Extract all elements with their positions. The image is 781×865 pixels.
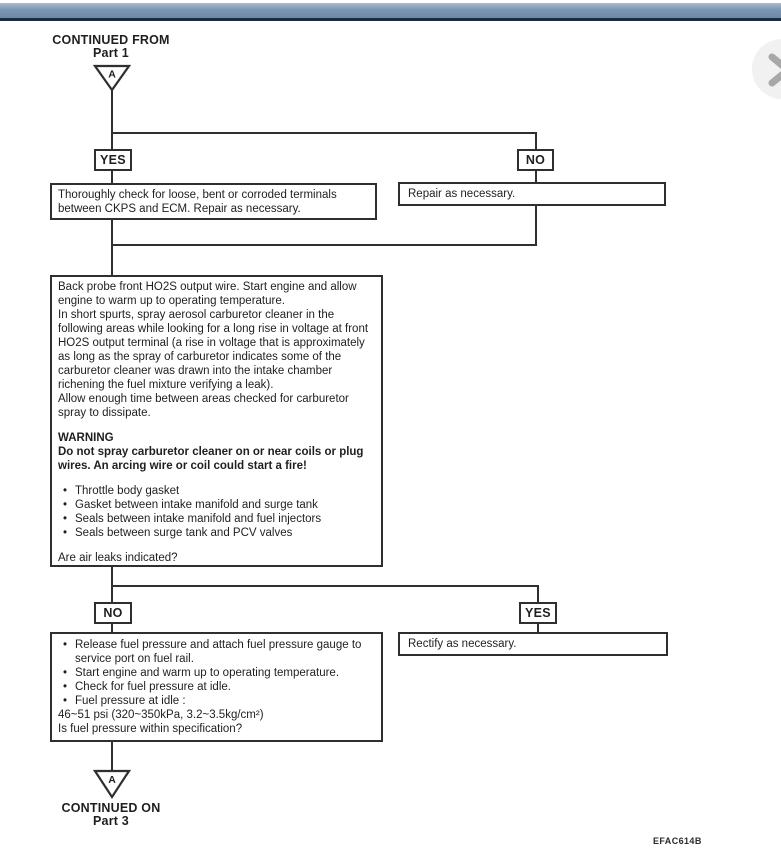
exit-connector-triangle: A — [92, 769, 132, 804]
warning-title: WARNING — [58, 432, 114, 444]
flow-line — [535, 206, 537, 246]
fuel-steps-list: Release fuel pressure and attach fuel pr… — [58, 638, 377, 708]
branch2-yes-tag: YES — [519, 602, 557, 624]
exit-connector-letter: A — [108, 774, 116, 786]
entry-connector-letter: A — [108, 69, 116, 81]
flow-line — [111, 88, 113, 150]
exit-label: CONTINUED ON Part 3 — [38, 802, 184, 828]
list-item: Fuel pressure at idle : — [58, 694, 377, 708]
inspection-box: Back probe front HO2S output wire. Start… — [50, 275, 383, 567]
entry-title: CONTINUED FROM — [52, 33, 170, 47]
flow-line — [111, 742, 113, 773]
rectify-text: Rectify as necessary. — [408, 638, 517, 650]
inspection-para3: Allow enough time between areas checked … — [58, 393, 349, 419]
flow-line — [535, 171, 537, 182]
repair-text: Repair as necessary. — [408, 188, 516, 200]
branch2-no-tag: NO — [94, 602, 132, 624]
entry-label: CONTINUED FROM Part 1 — [38, 34, 184, 60]
flow-line — [111, 585, 539, 587]
header-bar — [0, 3, 781, 21]
rectify-box: Rectify as necessary. — [398, 632, 668, 656]
entry-part: Part 1 — [93, 46, 129, 60]
list-item: Seals between intake manifold and fuel i… — [58, 512, 377, 526]
list-item: Seals between surge tank and PCV valves — [58, 526, 377, 540]
warning-text: Do not spray carburetor cleaner on or ne… — [58, 446, 364, 472]
fuel-spec-line: 46~51 psi (320~350kPa, 3.2~3.5kg/cm²) — [58, 709, 264, 721]
list-item: Release fuel pressure and attach fuel pr… — [58, 638, 377, 666]
fuel-question: Is fuel pressure within specification? — [58, 723, 243, 735]
list-item: Gasket between intake manifold and surge… — [58, 498, 377, 512]
entry-connector-triangle: A — [92, 64, 132, 97]
exit-part: Part 3 — [93, 814, 129, 828]
flow-line — [537, 585, 539, 603]
list-item: Throttle body gasket — [58, 484, 377, 498]
next-page-button[interactable] — [752, 39, 781, 99]
branch1-no-tag: NO — [517, 149, 554, 171]
repair-box: Repair as necessary. — [398, 182, 666, 206]
list-item: Check for fuel pressure at idle. — [58, 680, 377, 694]
fuel-pressure-box: Release fuel pressure and attach fuel pr… — [50, 632, 383, 742]
branch1-yes-tag: YES — [94, 149, 132, 171]
flow-line — [111, 624, 113, 633]
air-leak-question: Are air leaks indicated? — [58, 552, 178, 564]
flow-line — [111, 171, 113, 183]
inspection-para2: In short spurts, spray aerosol carbureto… — [58, 309, 369, 391]
check-terminals-box: Thoroughly check for loose, bent or corr… — [50, 183, 377, 220]
flow-line — [535, 132, 537, 150]
flow-line — [111, 132, 537, 134]
inspection-para1: Back probe front HO2S output wire. Start… — [58, 281, 357, 307]
flow-line — [111, 220, 113, 276]
exit-title: CONTINUED ON — [61, 801, 161, 815]
leak-check-list: Throttle body gasket Gasket between inta… — [58, 484, 377, 540]
document-code: EFAC614B — [653, 836, 702, 846]
flow-line — [537, 624, 539, 633]
flow-line — [111, 244, 537, 246]
check-terminals-text: Thoroughly check for loose, bent or corr… — [58, 189, 337, 215]
list-item: Start engine and warm up to operating te… — [58, 666, 377, 680]
